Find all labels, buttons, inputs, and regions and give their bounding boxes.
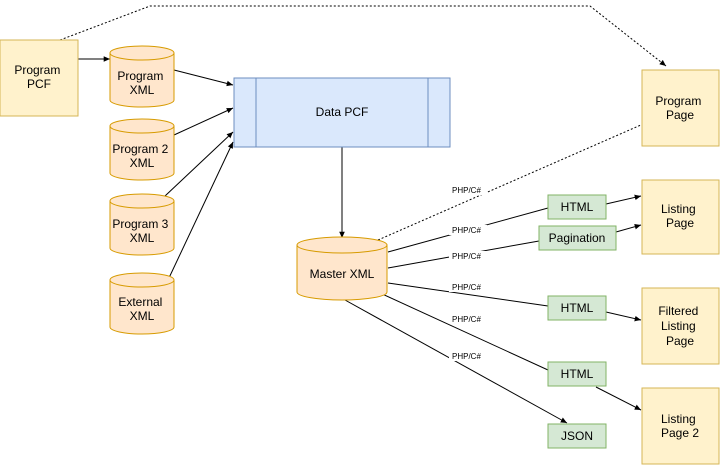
node-external-xml-line2: XML xyxy=(130,309,155,323)
node-pagination-label: Pagination xyxy=(549,231,606,245)
node-json[interactable]: JSON xyxy=(547,423,607,449)
edge-html3-to-listing-page2 xyxy=(595,386,642,411)
node-program3-xml-line2: XML xyxy=(130,231,155,245)
svg-text:Program XML: Program XML xyxy=(117,69,166,97)
node-html-2[interactable]: HTML xyxy=(547,295,607,321)
edge-label-php-2: PHP/C# xyxy=(452,226,481,235)
node-master-xml[interactable]: Master XML xyxy=(296,236,388,301)
edge-program3-xml-to-data-pcf xyxy=(164,131,234,197)
node-program-page[interactable]: Program Page xyxy=(641,69,720,147)
edge-label-php-6: PHP/C# xyxy=(452,352,481,361)
edges xyxy=(59,5,667,424)
node-external-xml-line1: External xyxy=(118,295,162,309)
edge-master-xml-to-html3 xyxy=(379,292,549,371)
node-program3-xml-line1: Program 3 xyxy=(112,217,168,231)
node-master-xml-label: Master XML xyxy=(310,267,375,281)
edge-external-xml-to-data-pcf xyxy=(167,141,234,281)
svg-text:Program PCF: Program PCF xyxy=(14,63,63,91)
edge-label-php-5: PHP/C# xyxy=(452,315,481,324)
node-program-pcf-line1: Program xyxy=(14,63,60,77)
node-program2-xml-line2: XML xyxy=(130,156,155,170)
node-pagination[interactable]: Pagination xyxy=(538,225,617,251)
edge-label-php-1: PHP/C# xyxy=(452,186,481,195)
node-html-3-label: HTML xyxy=(561,367,594,381)
edge-program-pcf-to-program-page xyxy=(59,5,667,67)
svg-text:External XML: External XML xyxy=(118,295,165,323)
node-listing-page-line1: Listing xyxy=(661,202,696,216)
edge-program2-xml-to-data-pcf xyxy=(173,107,234,136)
edge-program-xml-to-data-pcf xyxy=(173,69,234,87)
node-html-2-label: HTML xyxy=(561,301,594,315)
node-filtered-listing-page-line1: Filtered xyxy=(658,304,698,318)
node-listing-page-line2: Page xyxy=(666,216,694,230)
node-program-xml-line1: Program xyxy=(117,69,163,83)
edge-master-xml-to-json xyxy=(344,299,568,424)
node-program2-xml[interactable]: Program 2 XML xyxy=(109,118,175,181)
svg-text:Listing Page 2: Listing Page 2 xyxy=(661,412,699,440)
node-html-1[interactable]: HTML xyxy=(547,194,607,220)
node-program3-xml[interactable]: Program 3 XML xyxy=(109,193,175,256)
node-json-label: JSON xyxy=(561,429,593,443)
node-program-pcf[interactable]: Program PCF xyxy=(0,39,79,117)
node-data-pcf[interactable]: Data PCF xyxy=(233,77,451,148)
node-program-xml-line2: XML xyxy=(130,83,155,97)
node-external-xml[interactable]: External XML xyxy=(109,272,175,335)
node-data-pcf-label: Data PCF xyxy=(316,105,369,119)
edge-html1-to-listing-page xyxy=(605,194,642,205)
node-filtered-listing-page[interactable]: Filtered Listing Page xyxy=(641,287,720,365)
node-html-1-label: HTML xyxy=(561,200,594,214)
node-program-xml[interactable]: Program XML xyxy=(109,45,175,108)
edge-master-xml-to-program-page xyxy=(377,113,667,241)
svg-text:Listing Page: Listing Page xyxy=(661,202,699,230)
node-filtered-listing-page-line3: Page xyxy=(666,334,694,348)
edge-labels: PHP/C# PHP/C# PHP/C# PHP/C# PHP/C# PHP/C… xyxy=(449,185,487,361)
node-listing-page2-line1: Listing xyxy=(661,412,696,426)
edge-label-php-3: PHP/C# xyxy=(452,252,481,261)
node-listing-page2[interactable]: Listing Page 2 xyxy=(641,387,720,465)
svg-text:Filtered Listing P: Filtered Listing Page xyxy=(658,304,701,348)
svg-text:Program 3 XML: Program 3 XML xyxy=(112,217,171,245)
node-filtered-listing-page-line2: Listing xyxy=(661,319,696,333)
node-program-page-line1: Program xyxy=(655,94,701,108)
node-listing-page2-line2: Page 2 xyxy=(661,426,699,440)
edge-pagination-to-listing-page xyxy=(615,224,642,233)
node-html-3[interactable]: HTML xyxy=(547,361,607,387)
node-program-pcf-line2: PCF xyxy=(27,77,51,91)
edge-master-xml-to-html2 xyxy=(387,282,549,307)
node-listing-page[interactable]: Listing Page xyxy=(641,179,720,255)
node-program-page-line2: Page xyxy=(666,108,694,122)
edge-html2-to-filtered-listing-page xyxy=(605,311,642,322)
svg-text:Program Page: Program Page xyxy=(655,94,704,122)
svg-text:Program 2 XML: Program 2 XML xyxy=(112,142,171,170)
node-program2-xml-line1: Program 2 xyxy=(112,142,168,156)
edge-label-php-4: PHP/C# xyxy=(452,283,481,292)
